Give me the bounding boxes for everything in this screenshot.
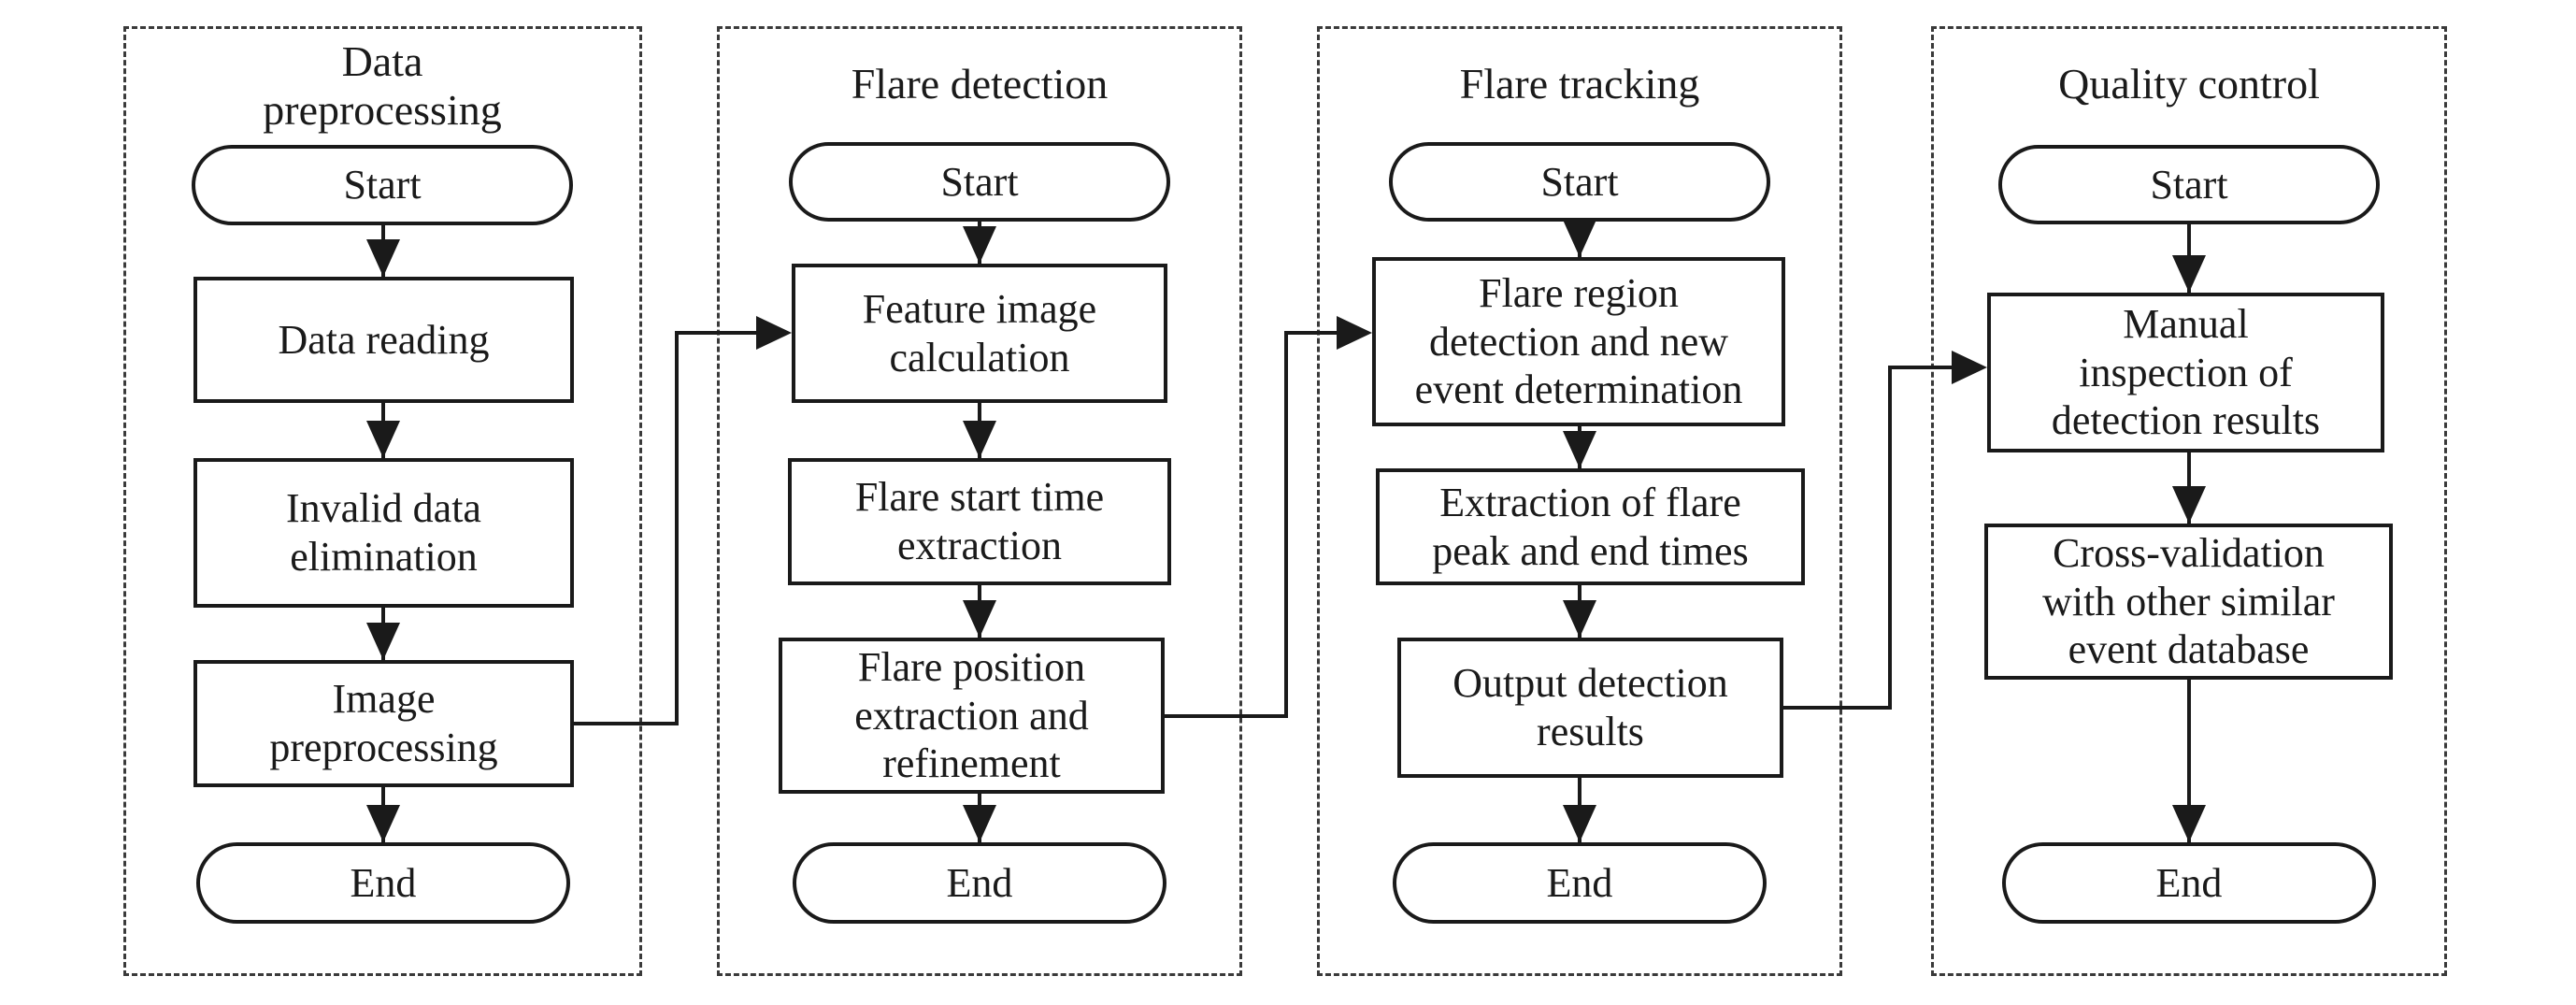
process-cross-validation-event-database: Cross-validation with other similar even…	[1984, 524, 2393, 680]
connector-segment	[1783, 706, 1892, 710]
process-image-preprocessing: Image preprocessing	[193, 660, 574, 787]
process-output-detection-results: Output detection results	[1397, 638, 1783, 778]
connector-segment	[1165, 714, 1288, 718]
terminator-end-quality-control: End	[2002, 842, 2376, 924]
arrow-down	[978, 403, 981, 458]
arrow-down	[1578, 426, 1581, 468]
arrow-down	[978, 222, 981, 264]
arrow-down	[2187, 680, 2191, 842]
terminator-end-flare-detection: End	[793, 842, 1166, 924]
arrow-down	[1578, 778, 1581, 842]
arrow-down	[978, 794, 981, 842]
arrow-right-icon	[1952, 351, 1987, 384]
terminator-end-data-preprocessing: End	[196, 842, 570, 924]
arrow-right-icon	[756, 316, 792, 350]
connector-segment	[1888, 367, 1892, 710]
connector-segment	[1284, 333, 1288, 718]
process-feature-image-calculation: Feature image calculation	[792, 264, 1167, 403]
arrow-down	[381, 222, 385, 277]
panel-flare-detection	[717, 26, 1242, 976]
arrow-down	[978, 585, 981, 638]
terminator-start-flare-tracking: Start	[1389, 142, 1770, 222]
connector-segment	[574, 722, 679, 725]
panel-title-flare-detection: Flare detection	[851, 60, 1109, 108]
process-data-reading: Data reading	[193, 277, 574, 403]
process-flare-position-extraction-refinement: Flare position extraction and refinement	[779, 638, 1165, 794]
connector-segment	[1284, 331, 1337, 335]
terminator-start-flare-detection: Start	[789, 142, 1170, 222]
arrow-down	[381, 403, 385, 458]
terminator-start-quality-control: Start	[1998, 145, 2380, 224]
panel-data-preprocessing	[123, 26, 642, 976]
arrow-down	[381, 608, 385, 660]
process-extraction-flare-peak-end-times: Extraction of flare peak and end times	[1376, 468, 1805, 585]
arrow-down	[1578, 585, 1581, 638]
connector-segment	[675, 331, 756, 335]
terminator-end-flare-tracking: End	[1393, 842, 1767, 924]
connector-segment	[1888, 366, 1952, 369]
process-manual-inspection-detection-results: Manual inspection of detection results	[1987, 293, 2384, 452]
arrow-down	[2187, 452, 2191, 524]
panel-title-data-preprocessing: Data preprocessing	[263, 37, 502, 134]
process-flare-region-detection-new-event: Flare region detection and new event det…	[1372, 257, 1785, 426]
arrow-down	[1578, 222, 1581, 257]
panel-quality-control	[1931, 26, 2447, 976]
connector-segment	[675, 333, 679, 725]
panel-title-flare-tracking: Flare tracking	[1459, 60, 1700, 108]
process-flare-start-time-extraction: Flare start time extraction	[788, 458, 1171, 585]
panel-title-quality-control: Quality control	[2058, 60, 2320, 108]
arrow-down	[381, 787, 385, 842]
arrow-down	[2187, 222, 2191, 293]
terminator-start-data-preprocessing: Start	[192, 145, 573, 225]
panel-flare-tracking	[1317, 26, 1842, 976]
process-invalid-data-elimination: Invalid data elimination	[193, 458, 574, 608]
arrow-right-icon	[1337, 316, 1372, 350]
